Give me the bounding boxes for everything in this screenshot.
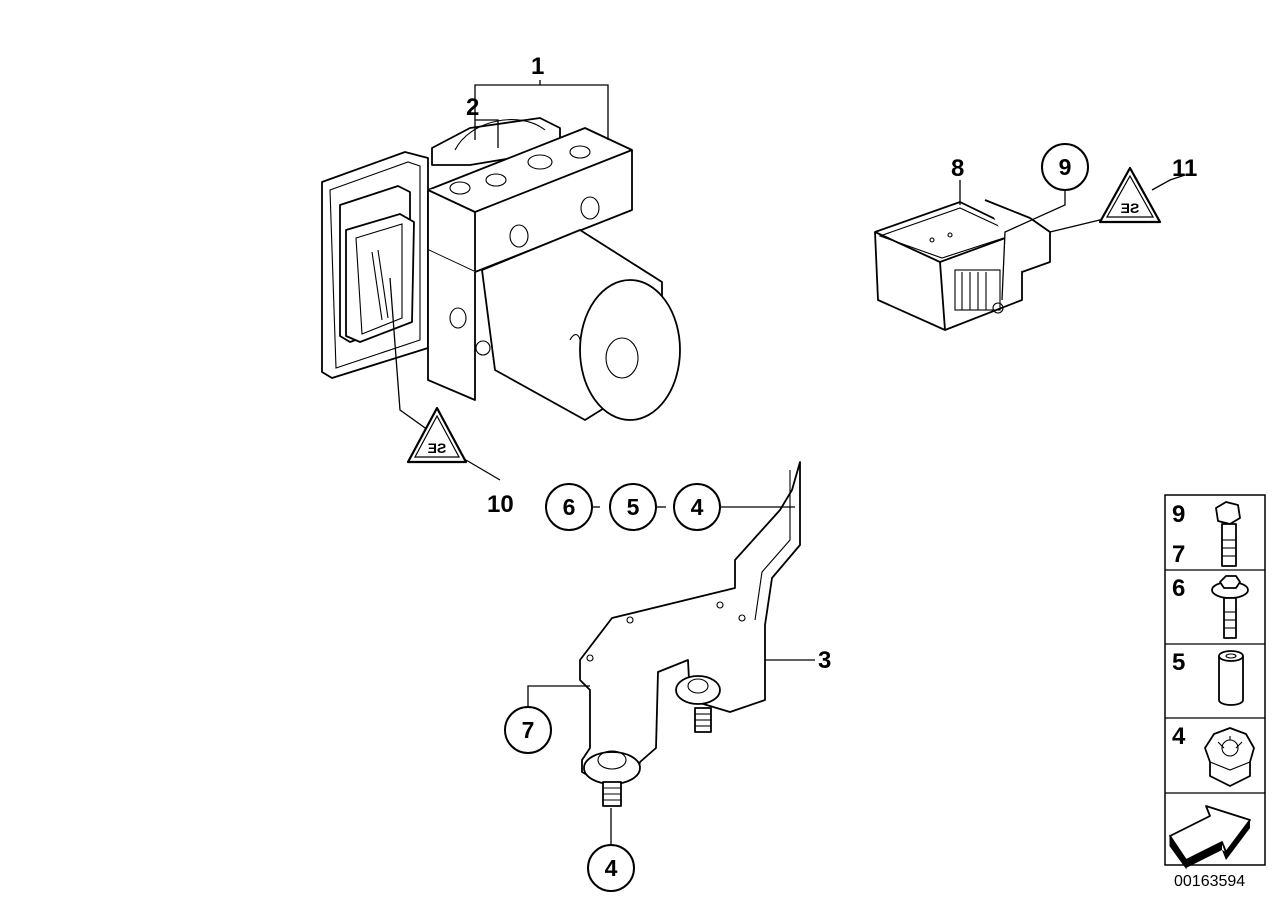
diagram-reference-number: 00163594 bbox=[1174, 873, 1245, 890]
warning-triangle-11: ƎƧ bbox=[1098, 166, 1162, 224]
callout-3: 3 bbox=[818, 647, 831, 674]
bracket-drawing bbox=[579, 461, 801, 807]
svg-text:6: 6 bbox=[563, 494, 576, 520]
hydraulic-unit-drawing bbox=[321, 117, 681, 421]
warning-triangle-10: ƎƧ bbox=[406, 406, 468, 464]
callout-1: 1 bbox=[531, 53, 544, 80]
svg-text:7: 7 bbox=[522, 717, 535, 743]
leader-lines bbox=[389, 80, 1186, 845]
svg-text:5: 5 bbox=[627, 494, 640, 520]
sensor-drawing bbox=[874, 199, 1051, 331]
flange-bolt-icon bbox=[1211, 575, 1249, 639]
svg-text:4: 4 bbox=[691, 494, 704, 520]
circled-callout-4-bottom: 4 bbox=[587, 844, 635, 892]
legend-label-6: 6 bbox=[1172, 575, 1185, 602]
arrow-icon bbox=[1169, 805, 1251, 870]
svg-text:4: 4 bbox=[605, 855, 618, 881]
callout-2: 2 bbox=[466, 94, 479, 121]
legend-label-4: 4 bbox=[1172, 723, 1186, 750]
circled-callout-5: 5 bbox=[609, 483, 657, 531]
circled-callout-6: 6 bbox=[545, 483, 593, 531]
callout-10: 10 bbox=[487, 491, 514, 518]
svg-text:ƎƧ: ƎƧ bbox=[428, 440, 447, 456]
lock-nut-icon bbox=[1204, 727, 1255, 787]
legend-label-7: 7 bbox=[1172, 541, 1185, 568]
hex-bolt-icon bbox=[1215, 501, 1241, 567]
legend-label-5: 5 bbox=[1172, 649, 1185, 676]
circled-callout-7: 7 bbox=[504, 706, 552, 754]
circled-callout-4-top: 4 bbox=[673, 483, 721, 531]
sleeve-icon bbox=[1218, 650, 1244, 706]
legend-label-9: 9 bbox=[1172, 501, 1185, 528]
svg-text:ƎƧ: ƎƧ bbox=[1121, 200, 1140, 216]
callout-8: 8 bbox=[951, 155, 964, 182]
callout-11: 11 bbox=[1172, 155, 1197, 182]
circled-callout-9: 9 bbox=[1041, 143, 1089, 191]
svg-text:9: 9 bbox=[1059, 154, 1072, 180]
parts-legend: 9 7 6 5 4 bbox=[1164, 494, 1266, 870]
